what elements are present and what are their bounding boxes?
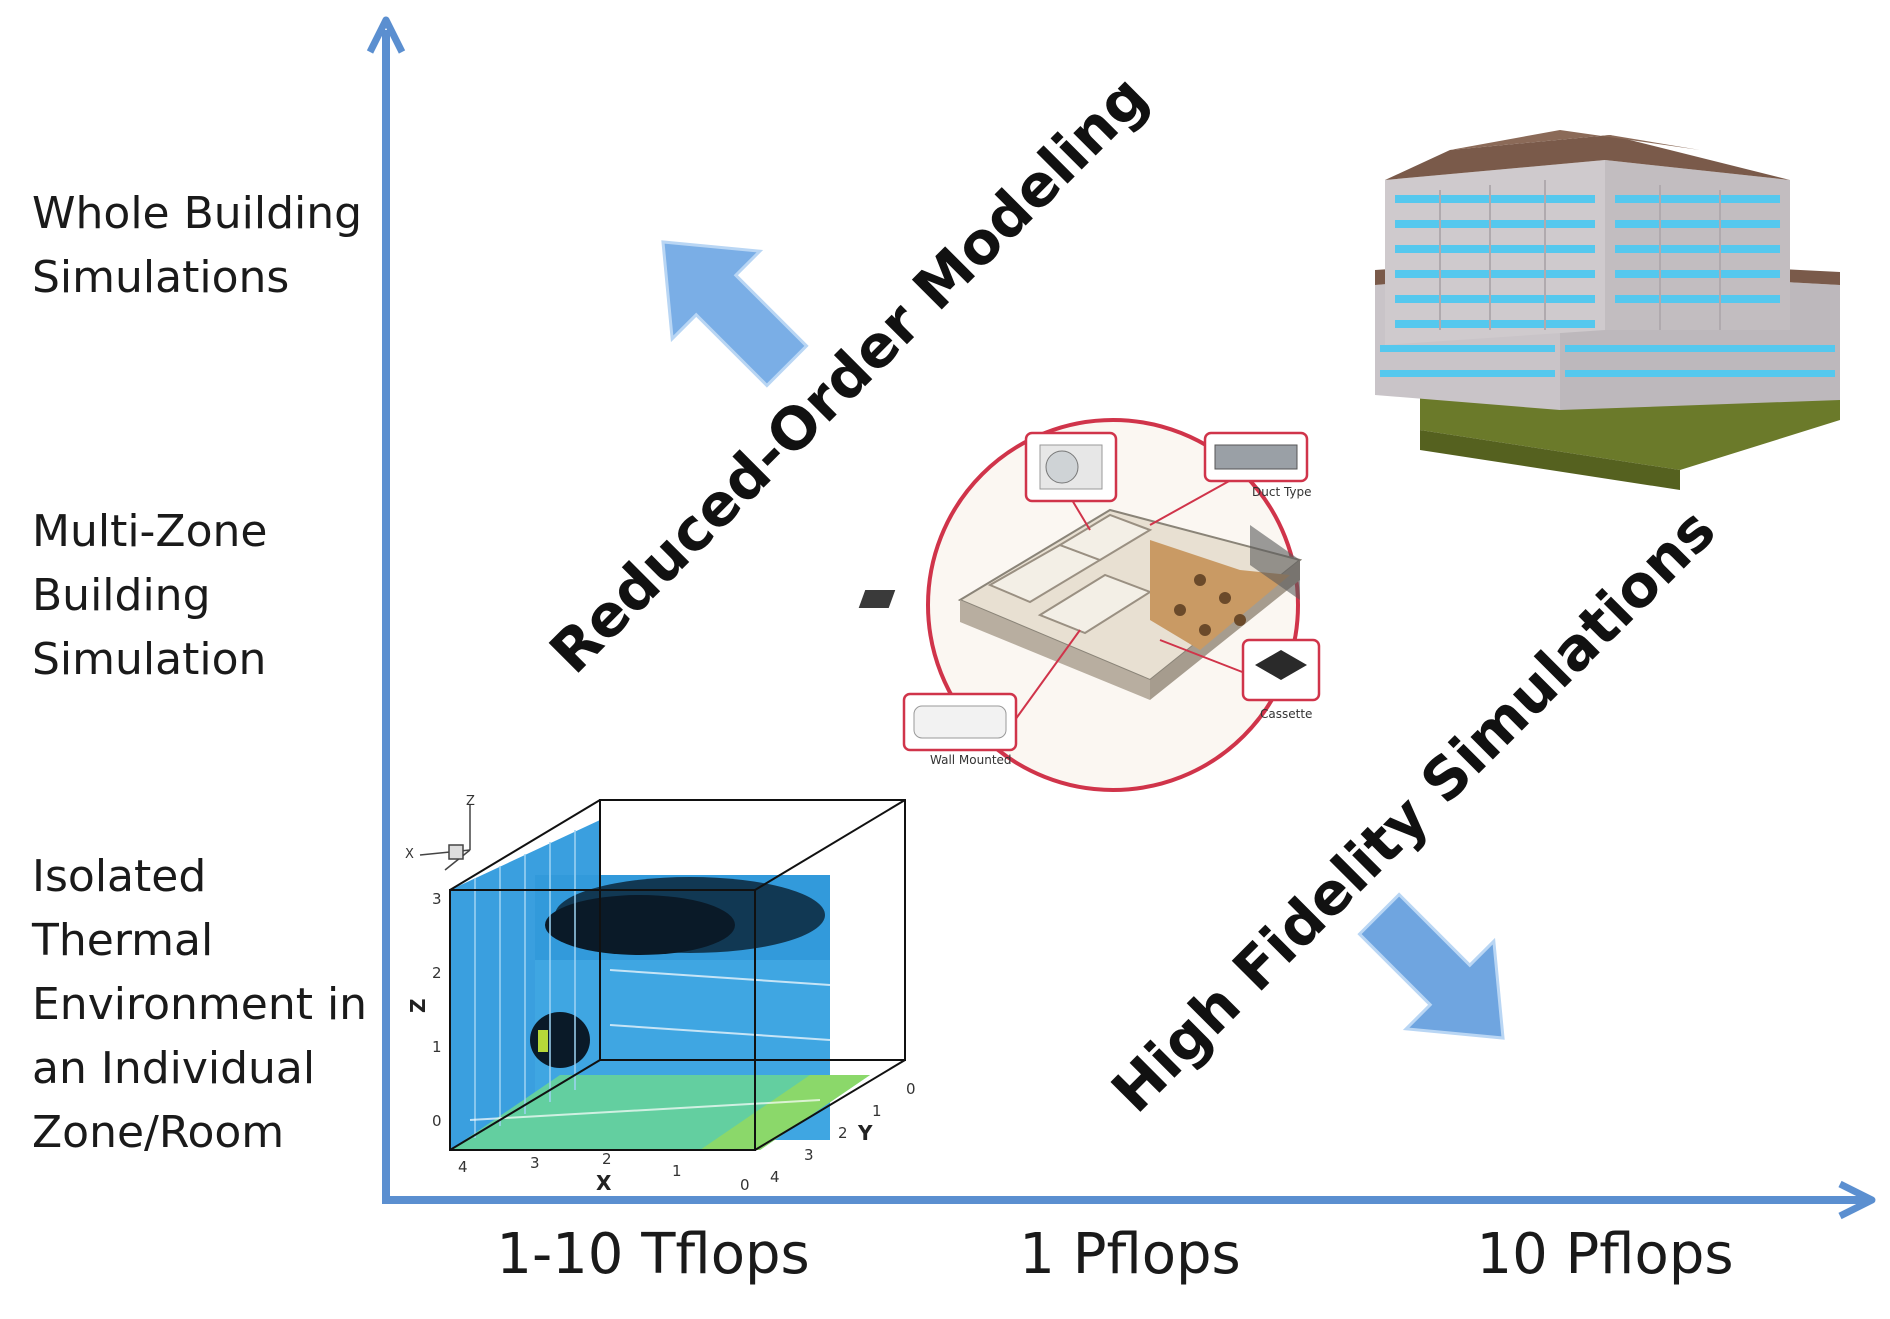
triad-z-label: Z xyxy=(466,794,475,809)
triad-x-label: X xyxy=(405,847,414,862)
y-axis-label: Y xyxy=(857,1121,873,1145)
wall-mounted-callout: Wall Mounted xyxy=(902,692,1018,767)
y-label-multi-zone: Multi-Zone Building Simulation xyxy=(32,506,268,685)
wall-mounted-label: Wall Mounted xyxy=(930,753,1012,767)
y-label-isolated-room: Isolated Thermal Environment in an Indiv… xyxy=(32,851,368,1158)
z-axis-label: Z xyxy=(406,998,430,1013)
x-axis-label: X xyxy=(596,1171,612,1195)
up-left-arrow-icon xyxy=(661,240,809,388)
y-tick: 4 xyxy=(770,1168,780,1186)
whole-building-model xyxy=(1375,130,1840,490)
x-tick: 3 xyxy=(530,1154,540,1172)
x-axis xyxy=(382,1180,1876,1220)
duct-type-callout: Duct Type xyxy=(1203,431,1312,499)
x-label-1-pflops: 1 Pflops xyxy=(1019,1222,1241,1287)
y-axis xyxy=(366,16,406,1200)
x-label-tflops: 1-10 Tflops xyxy=(496,1222,810,1287)
x-tick: 4 xyxy=(458,1158,468,1176)
x-label-10-pflops: 10 Pflops xyxy=(1476,1222,1734,1287)
cassette-label: Cassette xyxy=(1260,707,1312,721)
down-right-arrow-icon xyxy=(1357,892,1505,1040)
outdoor-unit-callout xyxy=(1024,431,1118,503)
z-tick: 2 xyxy=(432,964,442,982)
cassette-callout: Cassette xyxy=(1241,638,1321,721)
x-tick: 2 xyxy=(602,1150,612,1168)
x-tick: 1 xyxy=(672,1162,682,1180)
z-tick: 1 xyxy=(432,1038,442,1056)
hvac-floorplan-illustration: Duct Type Cassette Wall Mounted xyxy=(858,418,1321,792)
x-tick: 0 xyxy=(740,1176,750,1194)
y-tick: 2 xyxy=(838,1124,848,1142)
room-cfd-plot: Z X 3 2 1 0 Z 4 3 2 1 0 X 0 1 2 3 4 Y xyxy=(405,794,916,1195)
z-tick: 3 xyxy=(432,890,442,908)
y-tick: 0 xyxy=(906,1080,916,1098)
y-label-whole-building: Whole Building Simulations xyxy=(32,188,363,303)
y-tick: 1 xyxy=(872,1102,882,1120)
duct-type-label: Duct Type xyxy=(1252,485,1312,499)
z-tick: 0 xyxy=(432,1112,442,1130)
y-tick: 3 xyxy=(804,1146,814,1164)
